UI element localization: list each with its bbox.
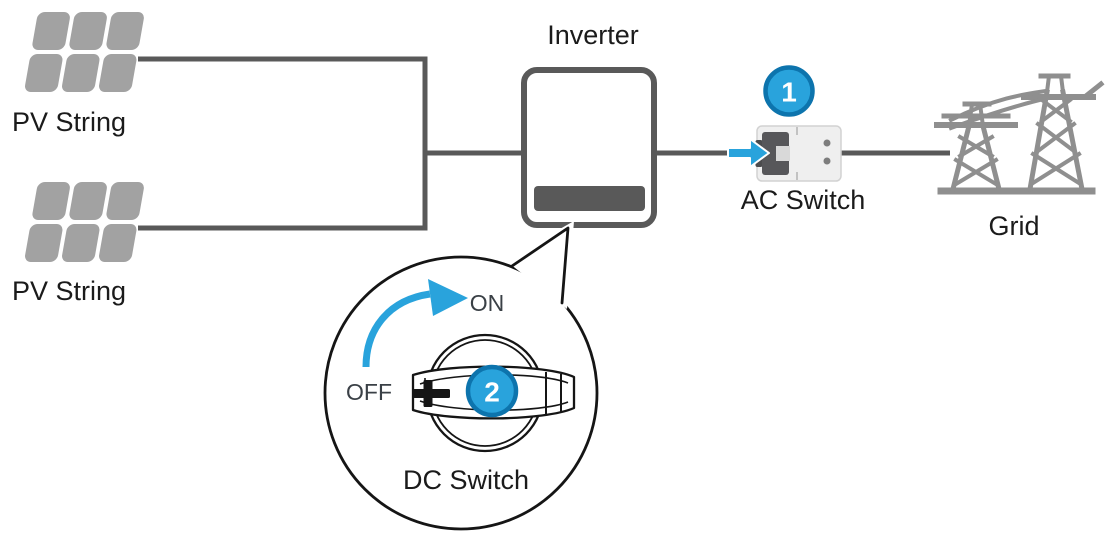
callout-tail — [510, 226, 570, 305]
pv-string-top-icon — [25, 12, 144, 92]
grid-towers-icon — [934, 73, 1105, 195]
grid-label: Grid — [988, 211, 1040, 241]
callout-tail-mask — [505, 221, 574, 309]
dc-switch-label: DC Switch — [402, 465, 530, 495]
ac-switch-toggle-notch — [776, 146, 790, 161]
pv-string-bottom-icon — [25, 182, 144, 262]
dc-switch-on-label: ON — [469, 290, 505, 316]
pv-string-top-label: PV String — [12, 107, 127, 137]
step-1-badge: 1 — [763, 65, 815, 117]
dc-switch-off-label: OFF — [346, 379, 392, 405]
ac-switch-label: AC Switch — [740, 185, 866, 215]
ac-switch-screw-bottom — [823, 157, 831, 165]
inverter-icon — [521, 67, 657, 228]
rotate-arrow-icon — [362, 279, 468, 368]
ac-switch-screw-top — [823, 139, 831, 147]
inverter-display-bar — [534, 186, 645, 211]
step-1-number: 1 — [781, 77, 797, 108]
pv-string-bottom-label: PV String — [12, 276, 127, 306]
circuit-wires — [138, 56, 950, 231]
flow-arrow-icon — [727, 138, 770, 168]
step-2-number: 2 — [484, 377, 500, 408]
wire-pv-bus — [138, 56, 428, 231]
inverter-label: Inverter — [547, 20, 639, 50]
step-2-badge: 2 — [465, 364, 519, 418]
ac-switch-toggle — [762, 132, 789, 175]
